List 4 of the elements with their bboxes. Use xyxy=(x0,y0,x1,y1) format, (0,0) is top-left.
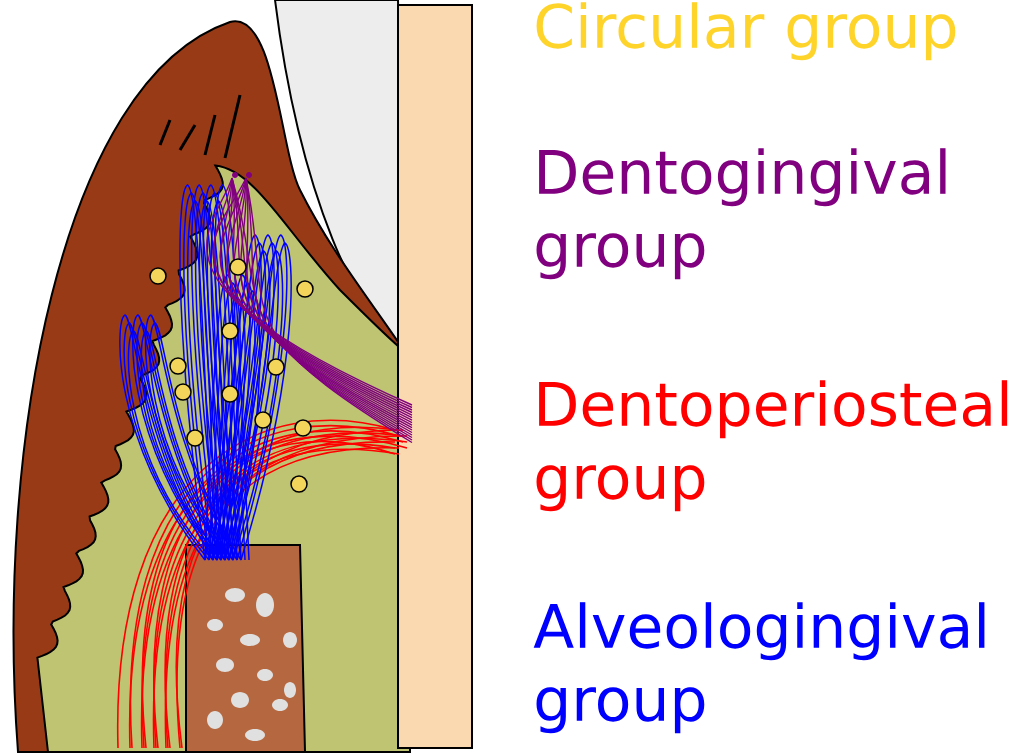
group-label: Dentogingival group xyxy=(536,148,946,280)
group-label: Dentoperiosteal group xyxy=(536,380,1008,512)
group-label: Alveologingival group xyxy=(533,602,985,734)
group-label: Circular group xyxy=(536,2,956,61)
